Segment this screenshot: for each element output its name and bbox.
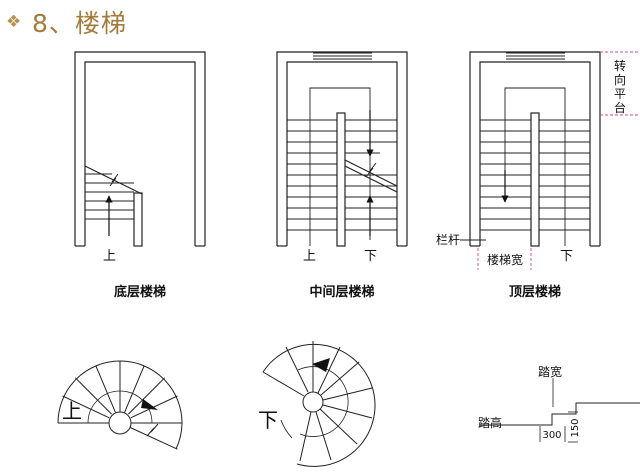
spiral-arrow-icon [312, 358, 330, 372]
plan-middle-floor [276, 51, 408, 247]
walking-line [504, 87, 566, 246]
riser-dimension: 150 [570, 418, 581, 437]
wall-outline [74, 51, 206, 246]
stair-width-label: 楼梯宽 [487, 252, 523, 267]
window [313, 52, 372, 60]
cut-line [344, 165, 398, 193]
plan-ground-floor [74, 51, 206, 247]
plan-top-floor [460, 51, 601, 247]
cut-line [344, 159, 398, 187]
break-mark [365, 162, 377, 178]
wall-outline [469, 51, 601, 246]
walking-arc [87, 390, 153, 424]
window [506, 52, 565, 60]
walking-line [309, 87, 371, 246]
landing-label-char: 平 [614, 87, 626, 101]
break-mark [109, 173, 119, 187]
stair-treads [480, 119, 590, 231]
spiral-stair-up [57, 360, 183, 450]
plan-ground-up-label: 上 [103, 249, 116, 264]
railing-label: 栏杆 [436, 232, 460, 247]
landing-label-char: 向 [614, 72, 626, 87]
riser-height-label: 踏高 [478, 415, 502, 430]
spiral-up-label: 上 [62, 399, 82, 423]
step-profile [480, 402, 640, 426]
plan-middle-down-label: 下 [364, 249, 377, 264]
top-plan-dimensions [477, 51, 640, 270]
tread-dimension: 300 [542, 430, 561, 441]
spiral-down-label: 下 [258, 408, 278, 432]
spiral-core [108, 411, 132, 435]
break-mark [146, 423, 159, 437]
diamond-cluster-icon: ❖ [6, 12, 22, 32]
plan-middle-caption: 中间层楼梯 [309, 284, 374, 300]
newel [133, 192, 143, 247]
spiral-stair-down [262, 341, 376, 467]
newel [336, 112, 346, 247]
spiral-outline [262, 343, 376, 467]
step-section [480, 378, 640, 426]
plan-middle-up-label: 上 [303, 249, 316, 264]
newel [530, 112, 540, 247]
landing-label-char: 台 [614, 100, 626, 115]
plan-top-down-label: 下 [560, 249, 573, 264]
page-title: 8、楼梯 [32, 9, 127, 38]
landing-label-char: 转 [614, 58, 626, 73]
spiral-arrow-icon [141, 399, 158, 410]
heading: ❖ 8、楼梯 [6, 6, 127, 38]
tread-width-label: 踏宽 [538, 364, 562, 379]
plan-ground-caption: 底层楼梯 [114, 284, 166, 300]
plan-top-caption: 顶层楼梯 [509, 284, 561, 300]
step-dimensions [539, 411, 578, 443]
stair-treads [287, 119, 397, 231]
wall-outline [276, 51, 408, 246]
walking-arc [280, 419, 293, 439]
spiral-treads [62, 361, 182, 450]
